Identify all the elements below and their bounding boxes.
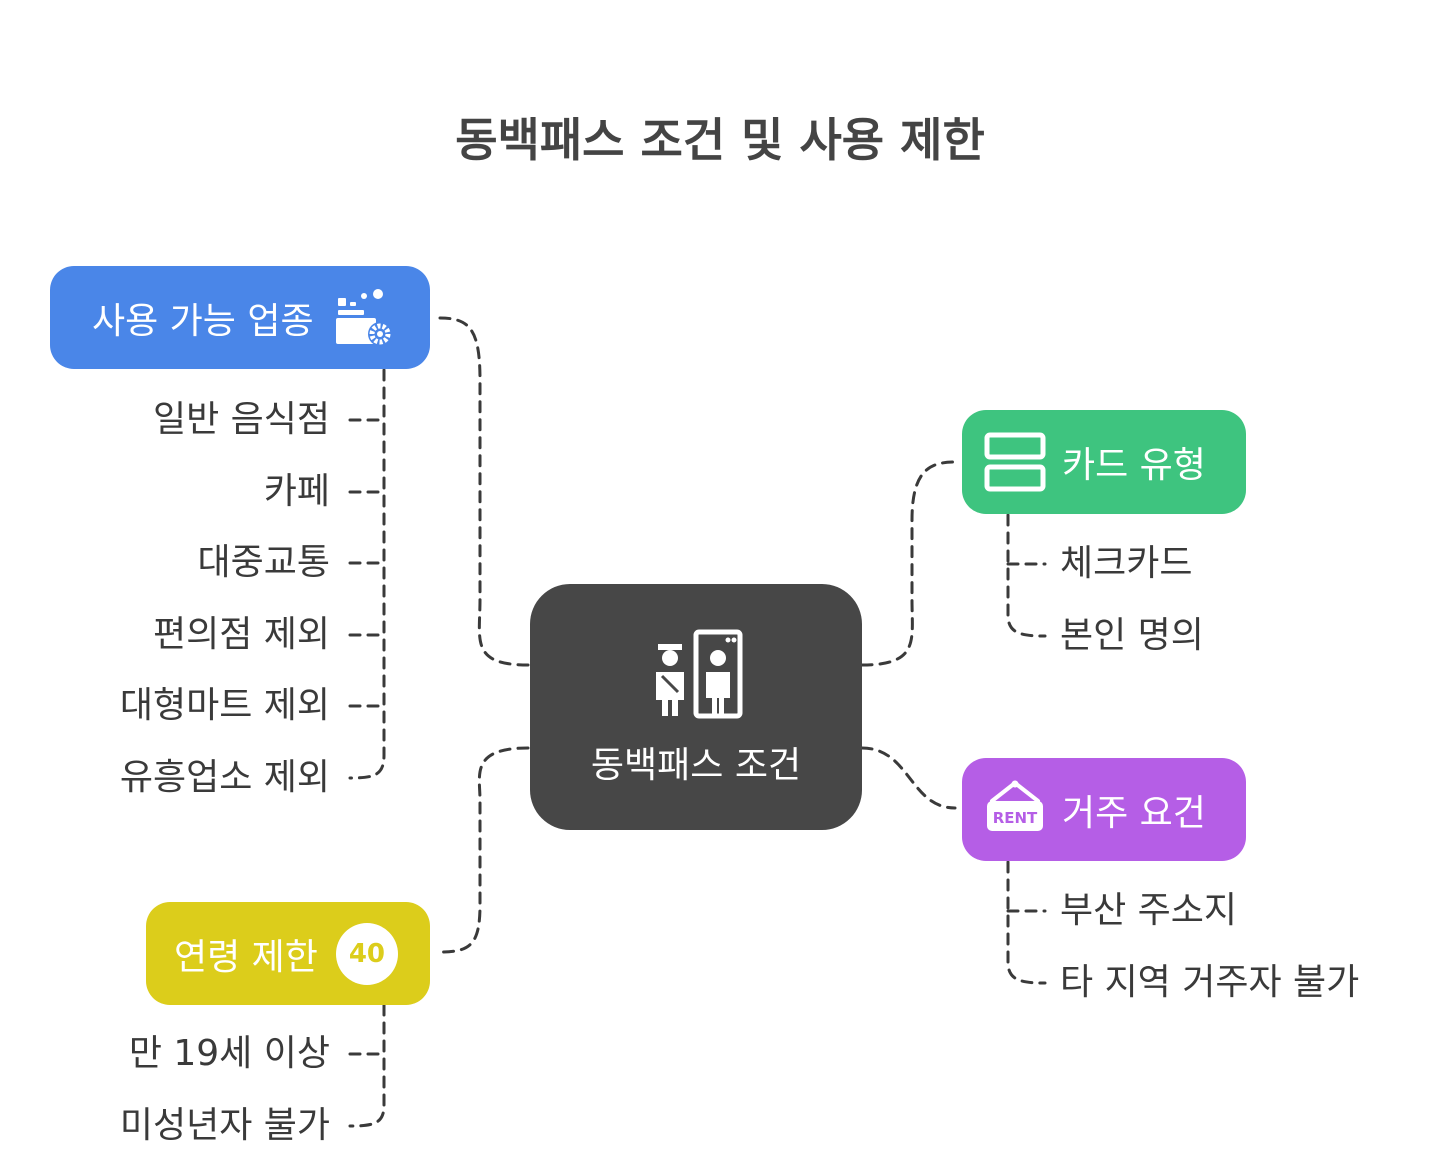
card-item: 본인 명의 [1060,615,1204,656]
connector-age-trunk [348,1003,386,1128]
age-node: 연령 제한 40 [146,902,430,1005]
card-node: 카드 유형 [962,410,1246,514]
residence-node: RENT 거주 요건 [962,758,1246,861]
card-icon [984,431,1046,493]
age-node-label: 연령 제한 [174,936,318,978]
rent-sign-icon: RENT [984,779,1046,841]
connector-center-age [438,746,530,954]
business-node: 사용 가능 업종 [50,266,430,369]
center-node: 동백패스 조건 [530,584,862,830]
business-item: 일반 음식점 [152,399,330,440]
center-node-label: 동백패스 조건 [590,745,802,786]
connector-card-trunk [1006,513,1047,638]
age-badge-text: 40 [348,938,386,969]
store-settings-icon [334,288,394,348]
business-item: 대형마트 제외 [119,685,330,726]
residence-item: 타 지역 거주자 불가 [1060,962,1360,1003]
business-item: 대중교통 [197,542,330,583]
connector-residence-trunk [1006,860,1047,985]
diagram-title: 동백패스 조건 및 사용 제한 [455,113,985,167]
security-gate-icon [648,626,744,722]
residence-item: 부산 주소지 [1060,890,1238,931]
age-badge-icon: 40 [335,922,398,985]
residence-node-label: 거주 요건 [1062,792,1206,834]
card-item: 체크카드 [1060,543,1193,584]
age-item: 만 19세 이상 [128,1033,330,1074]
business-node-label: 사용 가능 업종 [92,300,314,342]
connector-business-trunk [348,368,386,780]
card-node-label: 카드 유형 [1062,445,1206,486]
connector-center-residence [860,746,957,810]
connector-center-business [438,316,530,667]
business-item: 유흥업소 제외 [119,757,330,798]
connector-center-card [860,460,957,667]
age-item: 미성년자 불가 [119,1105,330,1146]
business-item: 편의점 제외 [152,614,330,655]
rent-sign-text: RENT [993,809,1038,827]
business-item: 카페 [263,471,330,512]
